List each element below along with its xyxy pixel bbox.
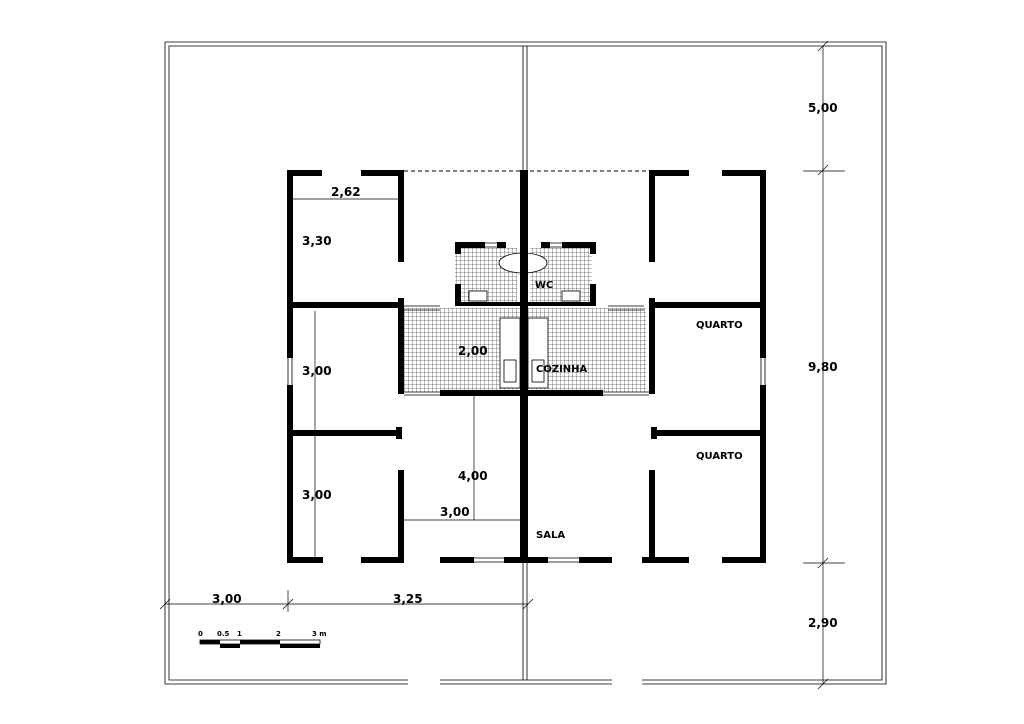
dim-kitchen-depth: 2,00	[458, 344, 488, 358]
dim-bottom-setback: 2,90	[808, 616, 838, 630]
stove-left	[503, 359, 517, 383]
scale-segment	[240, 640, 280, 644]
scale-segment	[280, 644, 320, 648]
dim-room2-depth: 3,00	[302, 364, 332, 378]
windows	[287, 242, 766, 563]
room-label-quarto-upper: QUARTO	[696, 320, 743, 331]
scale-tick-label: 0.5	[217, 630, 230, 638]
washbasin-right	[561, 290, 581, 302]
stove-right	[531, 359, 545, 383]
dim-room1-depth: 3,30	[302, 234, 332, 248]
scale-tick-label: 1	[237, 630, 242, 638]
dim-lot-width-left: 3,00	[212, 592, 242, 606]
dim-sala-width: 3,00	[440, 505, 470, 519]
scale-tick-label: 0	[198, 630, 203, 638]
dim-sala-depth: 4,00	[458, 469, 488, 483]
scale-bar: 0 0.5 1 2 3 m	[198, 630, 327, 648]
washbasin-left	[468, 290, 488, 302]
dim-room1-width: 2,62	[331, 185, 361, 199]
scale-tick-label: 2	[276, 630, 281, 638]
room-label-wc: WC	[535, 280, 553, 291]
dim-top-setback: 5,00	[808, 101, 838, 115]
tiled-floors	[402, 248, 646, 392]
dim-lot-width-right: 3,25	[393, 592, 423, 606]
dim-house-depth: 9,80	[808, 360, 838, 374]
scale-segment	[220, 644, 240, 648]
room-label-sala: SALA	[536, 530, 565, 541]
dimension-lines	[159, 40, 845, 690]
room-label-cozinha: COZINHA	[536, 364, 588, 375]
walls	[287, 170, 766, 563]
scale-segment	[200, 640, 220, 644]
dim-room3-depth: 3,00	[302, 488, 332, 502]
scale-tick-label: 3 m	[312, 630, 327, 638]
room-label-quarto-lower: QUARTO	[696, 451, 743, 462]
